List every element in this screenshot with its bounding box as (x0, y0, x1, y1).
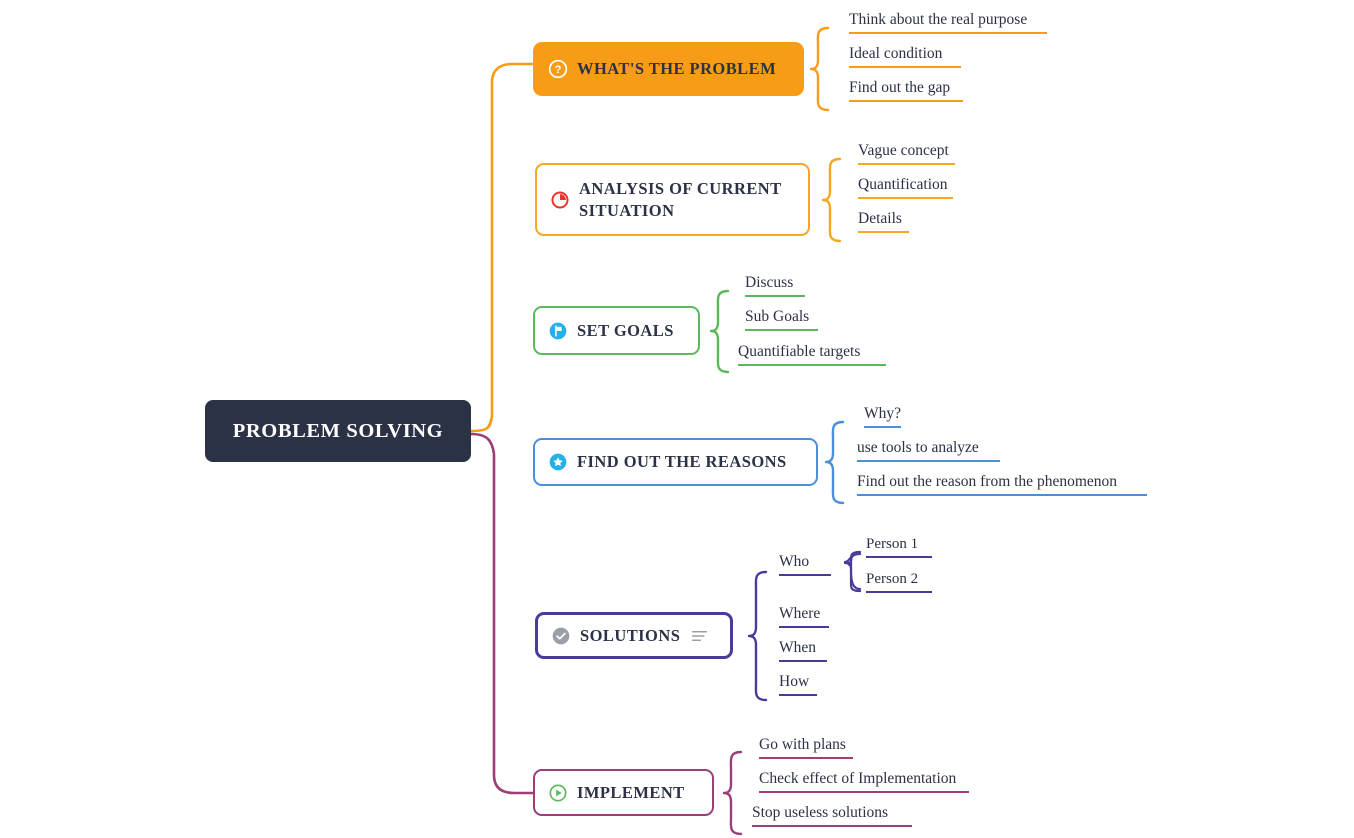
subitem-analysis-1[interactable]: Vague concept (858, 142, 955, 165)
subitem-analysis-3[interactable]: Details (858, 210, 909, 233)
subitem-implement-3[interactable]: Stop useless solutions (752, 804, 912, 827)
subitem-problem-3[interactable]: Find out the gap (849, 79, 963, 102)
root-node-label: PROBLEM SOLVING (232, 419, 444, 442)
topic-node-analysis[interactable]: ANALYSIS OF CURRENT SITUATION (535, 163, 810, 236)
topic-node-solutions[interactable]: SOLUTIONS (535, 612, 733, 659)
subitem-who-person-1[interactable]: Person 1 (866, 536, 932, 559)
subitem-goals-1[interactable]: Discuss (745, 274, 805, 297)
subitem-solutions-when[interactable]: When (779, 639, 827, 662)
play-circle-icon (549, 784, 567, 801)
subitem-reasons-2[interactable]: use tools to analyze (857, 439, 1000, 462)
topic-node-reasons[interactable]: FIND OUT THE REASONS (533, 438, 818, 486)
subitem-reasons-1[interactable]: Why? (864, 405, 902, 428)
brace-solutions (747, 570, 768, 702)
subitem-implement-1[interactable]: Go with plans (759, 736, 853, 759)
subitem-problem-2[interactable]: Ideal condition (849, 45, 961, 68)
topic-label-implement: IMPLEMENT (577, 782, 685, 802)
brace-who (843, 552, 862, 591)
clock-icon (551, 191, 569, 208)
topic-node-goals[interactable]: SET GOALS (533, 306, 700, 355)
topic-label-problem: WHAT'S THE PROBLEM (577, 59, 777, 79)
svg-text:?: ? (555, 64, 562, 76)
brace-reasons (824, 420, 845, 505)
brace-problem (809, 26, 830, 112)
topic-node-problem[interactable]: ? WHAT'S THE PROBLEM (533, 42, 804, 96)
brace-implement (722, 750, 743, 836)
brace-goals (709, 289, 730, 374)
subitem-solutions-how[interactable]: How (779, 673, 817, 696)
trunk-orange (469, 62, 535, 433)
brace-analysis (821, 157, 842, 243)
topic-node-implement[interactable]: IMPLEMENT (533, 769, 714, 816)
subitem-solutions-where[interactable]: Where (779, 605, 829, 628)
topic-label-reasons: FIND OUT THE REASONS (577, 452, 787, 472)
flag-icon (549, 322, 567, 339)
subitem-analysis-2[interactable]: Quantification (858, 176, 953, 199)
subitem-solutions-who[interactable]: Who (779, 553, 831, 576)
root-node[interactable]: PROBLEM SOLVING (205, 400, 471, 462)
subitem-reasons-3[interactable]: Find out the reason from the phenomenon (857, 473, 1147, 496)
trunk-magenta (469, 432, 535, 795)
topic-label-goals: SET GOALS (577, 320, 674, 340)
check-circle-icon (552, 627, 570, 644)
subitem-implement-2[interactable]: Check effect of Implementation (759, 770, 969, 793)
question-circle-icon: ? (548, 59, 568, 79)
brace-who-shape (843, 550, 862, 593)
subitem-problem-1[interactable]: Think about the real purpose (849, 11, 1047, 34)
notes-icon[interactable] (691, 629, 708, 643)
star-icon (549, 453, 567, 471)
subitem-goals-2[interactable]: Sub Goals (745, 308, 818, 331)
subitem-goals-3[interactable]: Quantifiable targets (738, 343, 886, 366)
topic-label-solutions: SOLUTIONS (580, 625, 681, 645)
subitem-who-person-2[interactable]: Person 2 (866, 571, 932, 594)
topic-label-analysis: ANALYSIS OF CURRENT SITUATION (579, 179, 782, 220)
